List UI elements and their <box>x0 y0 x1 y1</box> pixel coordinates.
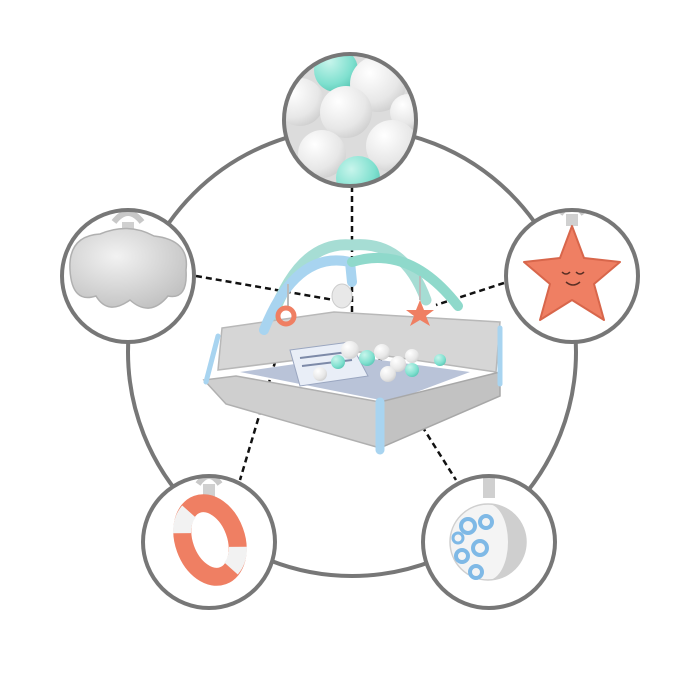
arch-front-right <box>347 253 463 311</box>
cloud-toy-icon <box>69 227 188 309</box>
arch-front <box>259 255 357 335</box>
feature-ring <box>141 474 277 610</box>
lifebuoy-ring-icon <box>172 494 248 586</box>
play-gym <box>202 239 503 455</box>
hanging-cloud <box>331 283 353 309</box>
fabric-ball-icon <box>449 503 527 581</box>
leader-cloud <box>195 274 335 302</box>
hanging-ring <box>275 305 297 327</box>
feature-ball <box>421 474 557 610</box>
feature-star <box>504 208 640 344</box>
pit-back-wall <box>217 311 501 373</box>
hanging-star <box>406 300 434 326</box>
feature-cloud <box>60 208 196 344</box>
star-toy-icon <box>523 225 621 321</box>
leader-star <box>435 281 505 307</box>
